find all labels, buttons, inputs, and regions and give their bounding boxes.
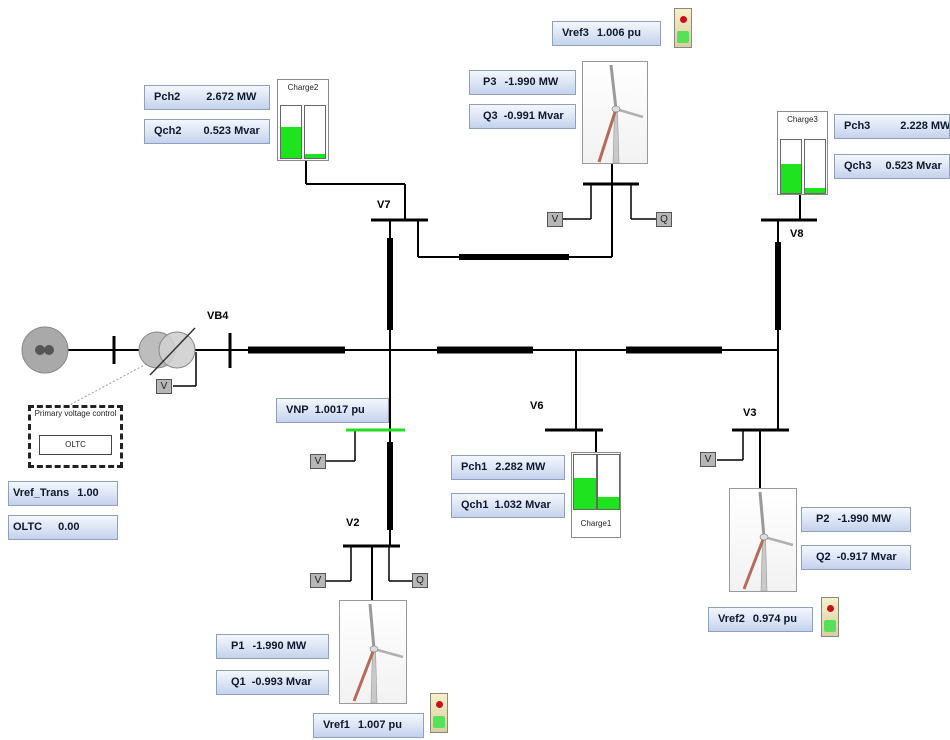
control-link xyxy=(65,361,151,408)
charger-label: Charge3 xyxy=(787,115,818,124)
wind-turbine-icon xyxy=(582,61,648,164)
readout-q1: Q1-0.993 Mvar xyxy=(216,670,329,695)
reactive-meter-tag[interactable]: Q xyxy=(412,573,428,588)
wind-turbine-icon xyxy=(339,600,407,704)
bus-label-v8: V8 xyxy=(790,228,804,240)
primary-voltage-control-title: Primary voltage control xyxy=(34,409,117,418)
voltage-meter-tag[interactable]: V xyxy=(700,452,716,467)
bus-label-v2: V2 xyxy=(346,517,360,529)
voltage-meter-tag[interactable]: V xyxy=(310,573,326,588)
bus-label-vb4: VB4 xyxy=(207,310,229,322)
charger-charge3: Charge3 xyxy=(777,111,828,195)
readout-q2: Q2-0.917 Mvar xyxy=(801,545,911,570)
charger-level-bar xyxy=(304,105,326,159)
readout-p2: P2-1.990 MW xyxy=(801,507,911,532)
stop-indicator-icon xyxy=(436,701,443,708)
charger-level-bar xyxy=(573,454,597,510)
charger-label: Charge1 xyxy=(580,519,612,528)
readout-p1: P1-1.990 MW xyxy=(216,634,329,659)
charger-level-bar xyxy=(280,105,302,159)
bus-label-v6: V6 xyxy=(530,400,544,412)
charger-level-bar xyxy=(804,139,826,194)
charger-level-bar xyxy=(780,139,802,194)
charger-label: Charge2 xyxy=(287,83,319,92)
bus-label-v3: V3 xyxy=(743,407,757,419)
charger-charge2: Charge2 xyxy=(277,79,329,161)
charger-level-bar xyxy=(597,454,620,510)
readout-q3: Q3-0.991 Mvar xyxy=(469,104,576,129)
run-indicator-icon xyxy=(824,620,836,632)
stop-indicator-icon xyxy=(680,16,687,23)
turbine-control-toggle[interactable] xyxy=(674,8,692,48)
feeder-lines xyxy=(68,160,817,600)
bus-label-v7: V7 xyxy=(377,199,391,211)
grid-source-icon xyxy=(21,326,69,374)
turbine-control-toggle[interactable] xyxy=(430,693,448,733)
wind-turbine-icon xyxy=(729,488,797,592)
voltage-meter-tag[interactable]: V xyxy=(310,454,326,469)
transformer-icon xyxy=(138,327,196,376)
reactive-meter-tag[interactable]: Q xyxy=(656,212,672,227)
stop-indicator-icon xyxy=(827,605,834,612)
run-indicator-icon xyxy=(433,716,445,728)
readout-p3: P3-1.990 MW xyxy=(469,70,576,95)
charger-charge1: Charge1 xyxy=(571,452,621,538)
turbine-control-toggle[interactable] xyxy=(821,597,839,637)
run-indicator-icon xyxy=(677,31,689,43)
voltage-meter-tag[interactable]: V xyxy=(547,212,563,227)
oltc-block[interactable]: OLTC xyxy=(39,435,112,455)
voltage-meter-tag[interactable]: V xyxy=(156,379,172,394)
primary-voltage-control[interactable]: Primary voltage control OLTC xyxy=(28,405,123,468)
